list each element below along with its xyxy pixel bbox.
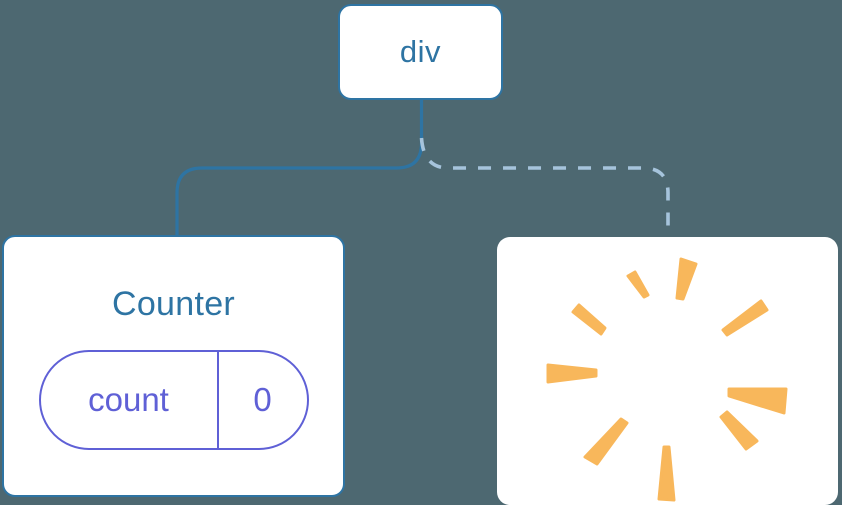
state-pill-key: count [88, 381, 169, 418]
state-pill: count 0 [38, 350, 309, 450]
solid-connector-line [175, 99, 424, 236]
counter-node: Counter count 0 [2, 235, 345, 497]
counter-node-title: Counter [111, 285, 236, 323]
removed-node [497, 237, 838, 505]
root-node-div: div [338, 4, 503, 100]
state-pill-value: 0 [216, 352, 307, 448]
dashed-connector-line [419, 137, 670, 238]
root-node-label: div [399, 34, 442, 69]
poof-burst-icon [546, 257, 788, 502]
